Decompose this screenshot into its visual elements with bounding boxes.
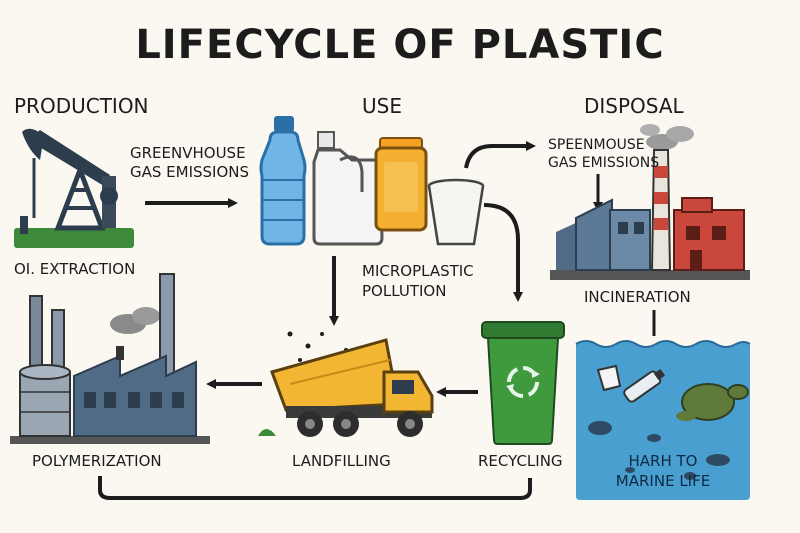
arrow-use-to-recycling [483,203,523,302]
label-emissions-right-2: GAS EMISSIONS [548,155,660,171]
plastic-container-icon [374,137,428,232]
arrow-use-to-disposal [464,141,536,169]
plastic-jug-icon [312,131,384,246]
diagram-title: LIFECYCLE OF PLASTIC [135,22,665,68]
label-oil-extraction: OⅠ. EXTRACTION [14,260,136,278]
plastic-cup-icon [427,178,485,246]
section-disposal: DISPOSAL [584,94,684,118]
label-emissions-left-1: GREENVHOUSE [130,144,246,162]
label-emissions-left-2: GAS EMISSIONS [130,163,250,181]
section-use: USE [362,94,402,118]
label-marine-2: MARINE LIFE [615,472,711,490]
label-microplastic-2: POLLUTION [362,282,447,300]
dump-truck-icon [258,331,434,437]
water-bottle-icon [259,116,307,246]
oil-pumpjack-icon [14,128,134,248]
refinery-factory-icon [10,273,210,444]
label-polymerization: POLYMERIZATION [32,452,162,470]
label-microplastic-1: MICROPLASTIC [362,262,474,280]
ocean-pollution-icon [575,340,751,500]
loop-connector-bottom [98,476,532,500]
label-emissions-right-1: SPEENMOUSE [548,137,645,153]
section-production: PRODUCTION [14,94,149,118]
recycling-bin-icon [481,321,565,445]
label-recycling: RECYCLING [478,452,563,470]
label-incineration: INCINERATION [584,288,691,306]
label-landfilling: LANDFILLING [292,452,391,470]
label-marine-1: HARH TO [628,452,698,470]
incinerator-factory-icon [550,124,750,280]
